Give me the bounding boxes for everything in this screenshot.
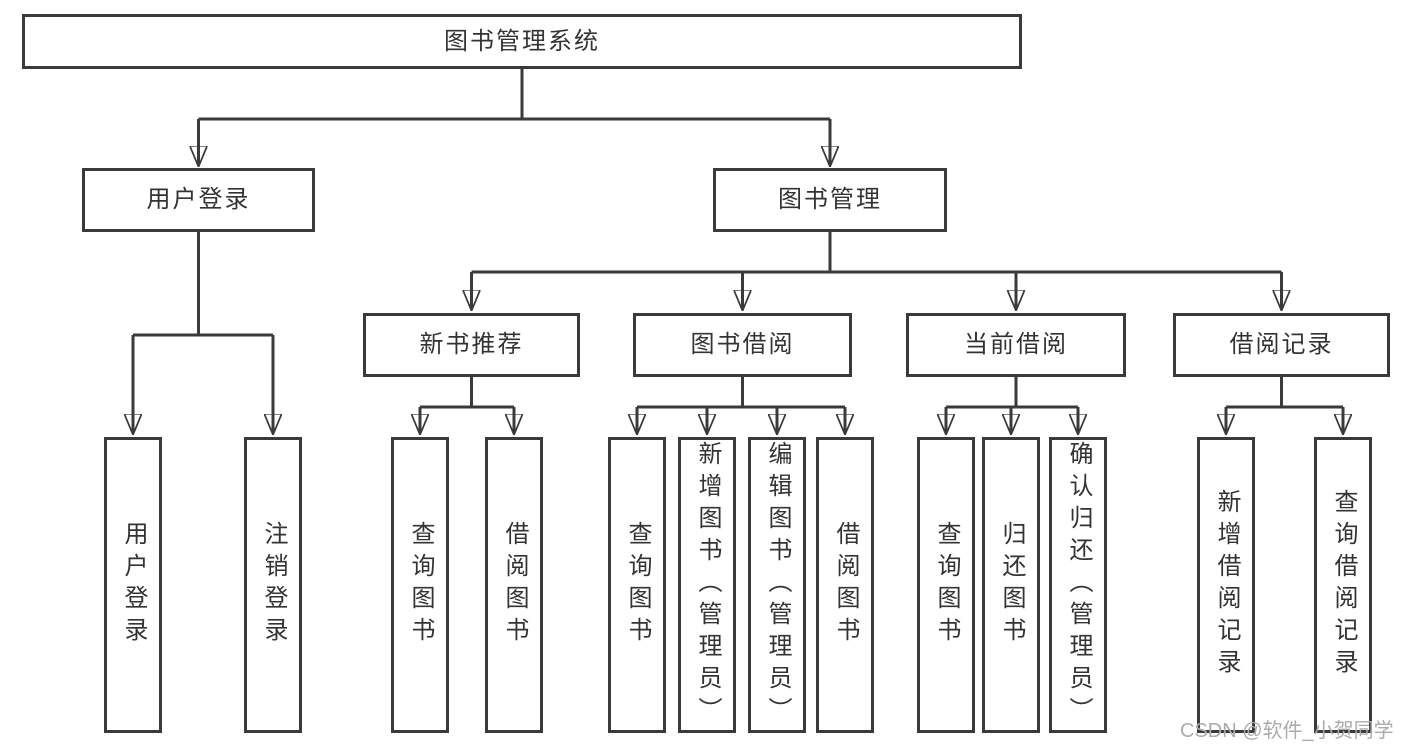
- node-add-borrow-record-label: 新增借阅记录: [1213, 489, 1240, 681]
- node-query-books-recommend: 查询图书: [391, 437, 449, 733]
- node-user-login: 用户登录: [82, 168, 315, 232]
- node-add-books-admin: 新增图书（管理员）: [678, 437, 736, 733]
- node-root: 图书管理系统: [22, 14, 1022, 69]
- node-logout-label: 注销登录: [260, 521, 287, 649]
- node-borrow-books-recommend-label: 借阅图书: [501, 521, 528, 649]
- node-current-borrowing: 当前借阅: [906, 313, 1126, 377]
- node-query-books-current: 查询图书: [917, 437, 975, 733]
- node-edit-books-admin-label: 编辑图书（管理员）: [764, 441, 791, 729]
- node-query-books-current-label: 查询图书: [933, 521, 960, 649]
- node-book-borrowing: 图书借阅: [633, 313, 852, 377]
- node-query-books-recommend-label: 查询图书: [407, 521, 434, 649]
- node-borrowing-records-label: 借阅记录: [1229, 331, 1334, 358]
- node-user-login-action: 用户登录: [104, 437, 162, 733]
- node-query-borrow-record-label: 查询借阅记录: [1330, 489, 1357, 681]
- node-return-books-label: 归还图书: [998, 521, 1025, 649]
- node-add-books-admin-label: 新增图书（管理员）: [694, 441, 721, 729]
- node-query-books-borrowing: 查询图书: [608, 437, 666, 733]
- node-add-borrow-record: 新增借阅记录: [1197, 437, 1255, 733]
- node-user-login-label: 用户登录: [146, 186, 251, 213]
- node-book-management-label: 图书管理: [778, 186, 882, 213]
- node-root-label: 图书管理系统: [444, 27, 600, 55]
- node-book-borrowing-label: 图书借阅: [690, 331, 795, 358]
- node-borrowing-records: 借阅记录: [1173, 313, 1390, 377]
- csdn-watermark: CSDN @软件_小贺同学: [1180, 720, 1394, 742]
- node-confirm-return-admin: 确认归还（管理员）: [1049, 437, 1107, 733]
- node-new-book-recommendation: 新书推荐: [363, 313, 580, 377]
- node-book-management: 图书管理: [713, 168, 947, 232]
- node-edit-books-admin: 编辑图书（管理员）: [748, 437, 806, 733]
- node-query-borrow-record: 查询借阅记录: [1314, 437, 1372, 733]
- node-borrow-books-recommend: 借阅图书: [485, 437, 543, 733]
- node-borrow-books: 借阅图书: [816, 437, 874, 733]
- node-logout: 注销登录: [244, 437, 302, 733]
- node-return-books: 归还图书: [982, 437, 1040, 733]
- node-confirm-return-admin-label: 确认归还（管理员）: [1065, 441, 1092, 729]
- node-user-login-action-label: 用户登录: [120, 521, 147, 649]
- node-borrow-books-label: 借阅图书: [832, 521, 859, 649]
- node-new-book-recommendation-label: 新书推荐: [419, 331, 524, 358]
- node-current-borrowing-label: 当前借阅: [964, 331, 1068, 358]
- node-query-books-borrowing-label: 查询图书: [624, 521, 651, 649]
